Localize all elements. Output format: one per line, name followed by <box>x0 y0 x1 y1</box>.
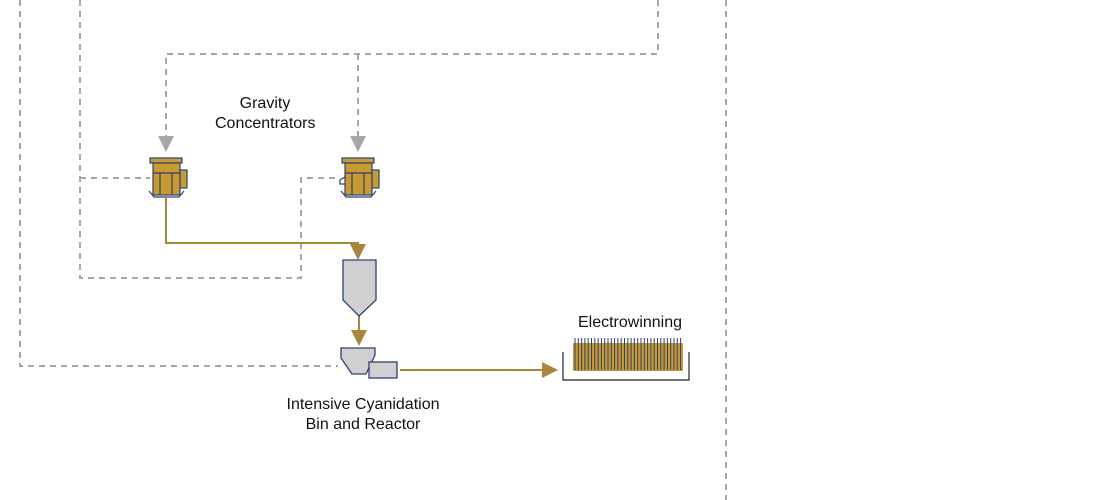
label-line: Gravity <box>239 95 291 112</box>
dashed-loop-inner <box>79 0 338 279</box>
electrowinning-label: Electrowinning <box>577 314 683 331</box>
concentrate-line <box>165 198 366 260</box>
dashed-top-feed <box>158 0 659 152</box>
dashed-lines <box>19 0 727 500</box>
label-line: Intensive Cyanidation <box>286 396 440 413</box>
cyanidation-reactor <box>368 361 398 379</box>
electrowinning-cell <box>562 338 690 381</box>
cyanidation-label: Intensive Cyanidation Bin and Reactor <box>263 395 463 435</box>
dashed-outer <box>19 0 338 367</box>
label-line: Concentrators <box>215 115 316 132</box>
gravity-concentrator-right <box>339 157 380 198</box>
gravity-concentrator-left <box>148 157 188 198</box>
label-line: Bin and Reactor <box>305 416 421 433</box>
cyanidation-bin <box>340 347 376 375</box>
gravity-concentrators-label: Gravity Concentrators <box>215 94 316 134</box>
storage-hopper <box>342 259 377 317</box>
gold-flow-lines <box>165 198 558 378</box>
